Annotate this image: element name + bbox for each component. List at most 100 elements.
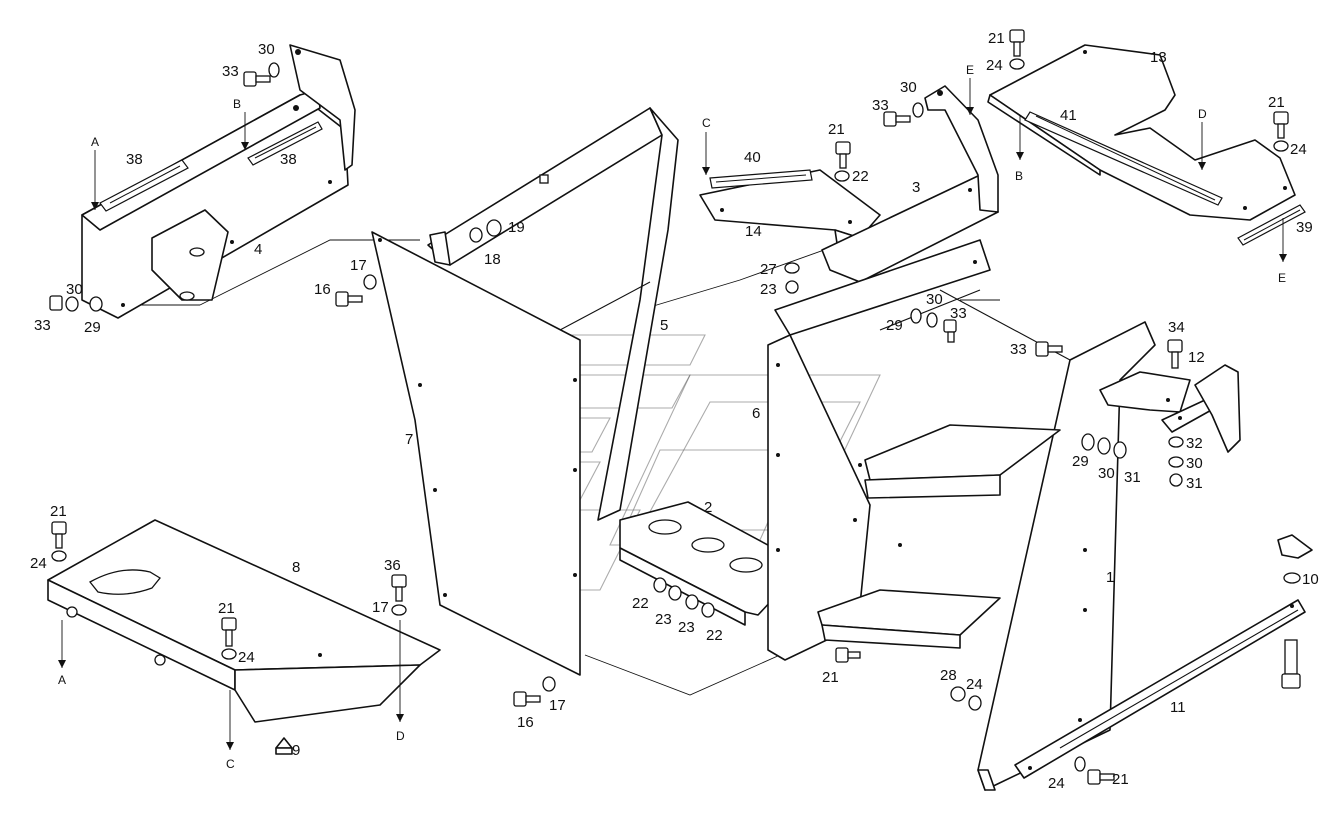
washer-22-center (834, 170, 850, 182)
part-7-panel (371, 231, 581, 676)
callout-31-b: 31 (1186, 475, 1203, 492)
callout-2: 2 (704, 499, 712, 516)
bolt-33-left (49, 295, 63, 311)
callout-30-e: 30 (1098, 465, 1115, 482)
washer-24-tray-mid (221, 648, 237, 660)
nut-19 (486, 219, 502, 237)
callout-4: 4 (254, 241, 262, 258)
ref-d-top: D (1198, 107, 1207, 121)
bolt-21-center (835, 141, 851, 169)
callout-22-a: 22 (852, 168, 869, 185)
part-5-panel (427, 107, 679, 521)
callout-11: 11 (1170, 699, 1186, 716)
bolt-21-top-right (1009, 29, 1025, 57)
nuts-22-23 (653, 577, 715, 618)
callout-23-a: 23 (760, 281, 777, 298)
washer-30-left (65, 296, 79, 312)
bolt-33-top-left (243, 71, 271, 87)
callout-33-a: 33 (222, 63, 239, 80)
callout-22-c: 22 (706, 627, 723, 644)
callout-28: 28 (940, 667, 957, 684)
callout-13: 13 (1150, 49, 1167, 66)
bolt-34 (1167, 339, 1183, 369)
ref-e-bottom: E (1278, 271, 1286, 285)
bolt-16-b (513, 691, 541, 707)
bolt-knob (1281, 639, 1301, 689)
part-1-frame (817, 289, 1156, 791)
washer-29-left (89, 296, 103, 312)
part-8-tray (47, 519, 441, 723)
washer-17-c (391, 604, 407, 616)
callout-9: 9 (292, 742, 300, 759)
callout-8: 8 (292, 559, 300, 576)
callout-16-b: 16 (517, 714, 534, 731)
callout-24-f: 24 (1048, 775, 1065, 792)
ref-c-top: C (702, 116, 711, 130)
callout-21-e: 21 (218, 600, 235, 617)
callout-1: 1 (1106, 569, 1114, 586)
ref-d-bottom: D (396, 729, 405, 743)
part-10-knob (1277, 534, 1313, 559)
part-38-strip-right (247, 121, 323, 166)
reference-letters: A A B B C C D D E E (58, 63, 1286, 771)
washers-32-30-31 (1168, 436, 1184, 487)
callout-17-b: 17 (549, 697, 566, 714)
callout-30-c: 30 (900, 79, 917, 96)
callout-21-f: 21 (822, 669, 839, 686)
fasteners (49, 29, 1301, 785)
callout-36: 36 (384, 557, 401, 574)
callout-32: 32 (1186, 435, 1203, 452)
callout-6: 6 (752, 405, 760, 422)
reference-arrows (58, 78, 1287, 750)
callout-23-b: 23 (655, 611, 672, 628)
part-2-step (619, 501, 806, 626)
callout-33-d: 33 (950, 305, 967, 322)
bolt-33-right (1035, 341, 1063, 357)
washer-24-tray-left (51, 550, 67, 562)
callout-24-c: 24 (30, 555, 47, 572)
bolt-33-mid (943, 319, 957, 343)
callout-7: 7 (405, 431, 413, 448)
callout-24-a: 24 (986, 57, 1003, 74)
callout-30-f: 30 (1186, 455, 1203, 472)
washer-17-a (363, 274, 377, 290)
callout-21-b: 21 (988, 30, 1005, 47)
callout-17-a: 17 (350, 257, 367, 274)
callout-21-d: 21 (50, 503, 67, 520)
callout-19: 19 (508, 219, 525, 236)
callout-33-c: 33 (872, 97, 889, 114)
callout-24-b: 24 (1290, 141, 1307, 158)
part-3-bracket (821, 85, 999, 283)
callout-12: 12 (1188, 349, 1205, 366)
bolt-21-tray-left (51, 521, 67, 549)
callout-33-b: 33 (34, 317, 51, 334)
part-40-strip (709, 169, 813, 189)
bolt-16-a (335, 291, 363, 307)
part-41-strip (1024, 111, 1223, 206)
callout-29-a: 29 (84, 319, 101, 336)
washer-30-top-left (268, 62, 280, 78)
ref-b-top: B (233, 97, 241, 111)
washer-17-b (542, 676, 556, 692)
washer-27 (784, 262, 800, 274)
callout-34: 34 (1168, 319, 1185, 336)
washer-24-knob (1283, 572, 1301, 584)
callout-33-e: 33 (1010, 341, 1027, 358)
callout-41: 41 (1060, 107, 1077, 124)
bolt-21-bottom-right (1087, 769, 1115, 785)
washer-30-upper-right (912, 102, 924, 118)
callout-numbers: 1 2 3 4 5 6 7 8 9 10 11 12 13 14 16 16 1… (30, 30, 1319, 792)
washer-24-bottom-right (1074, 756, 1086, 772)
callout-16-a: 16 (314, 281, 331, 298)
callout-14: 14 (745, 223, 762, 240)
callout-38-a: 38 (126, 151, 143, 168)
callout-22-b: 22 (632, 595, 649, 612)
part-4-bracket (81, 44, 356, 319)
part-9-cap (275, 737, 293, 755)
callout-39: 39 (1296, 219, 1313, 236)
part-6-panel (767, 239, 991, 661)
callout-21-g: 21 (1112, 771, 1129, 788)
callout-30-d: 30 (926, 291, 943, 308)
